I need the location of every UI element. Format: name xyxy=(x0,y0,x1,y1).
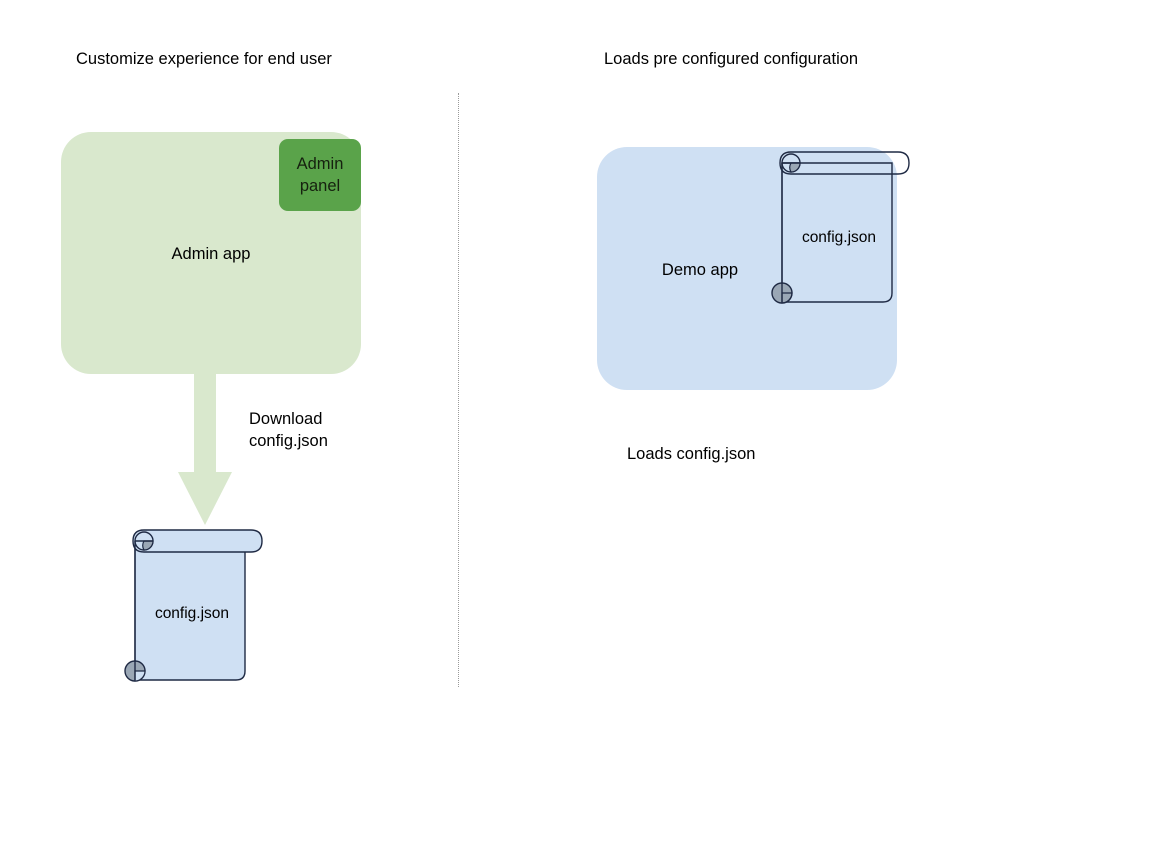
admin-panel-label: Admin panel xyxy=(296,155,344,195)
download-arrow-icon xyxy=(178,372,232,525)
config-json-document-left[interactable]: config.json xyxy=(118,528,266,690)
config-json-document-right[interactable]: config.json xyxy=(765,150,913,312)
loads-config-caption: Loads config.json xyxy=(627,445,756,463)
admin-panel-box[interactable]: Admin panel xyxy=(279,139,361,211)
admin-app-label: Admin app xyxy=(171,245,251,263)
demo-app-box xyxy=(597,147,897,390)
column-divider xyxy=(458,93,459,687)
config-json-label-right: config.json xyxy=(802,229,876,246)
right-column-title: Loads pre configured configuration xyxy=(604,50,859,68)
download-arrow-label: Download config.json xyxy=(249,410,328,450)
left-column-title: Customize experience for end user xyxy=(76,50,332,68)
demo-app-label: Demo app xyxy=(661,261,739,279)
config-json-label-left: config.json xyxy=(155,605,229,622)
